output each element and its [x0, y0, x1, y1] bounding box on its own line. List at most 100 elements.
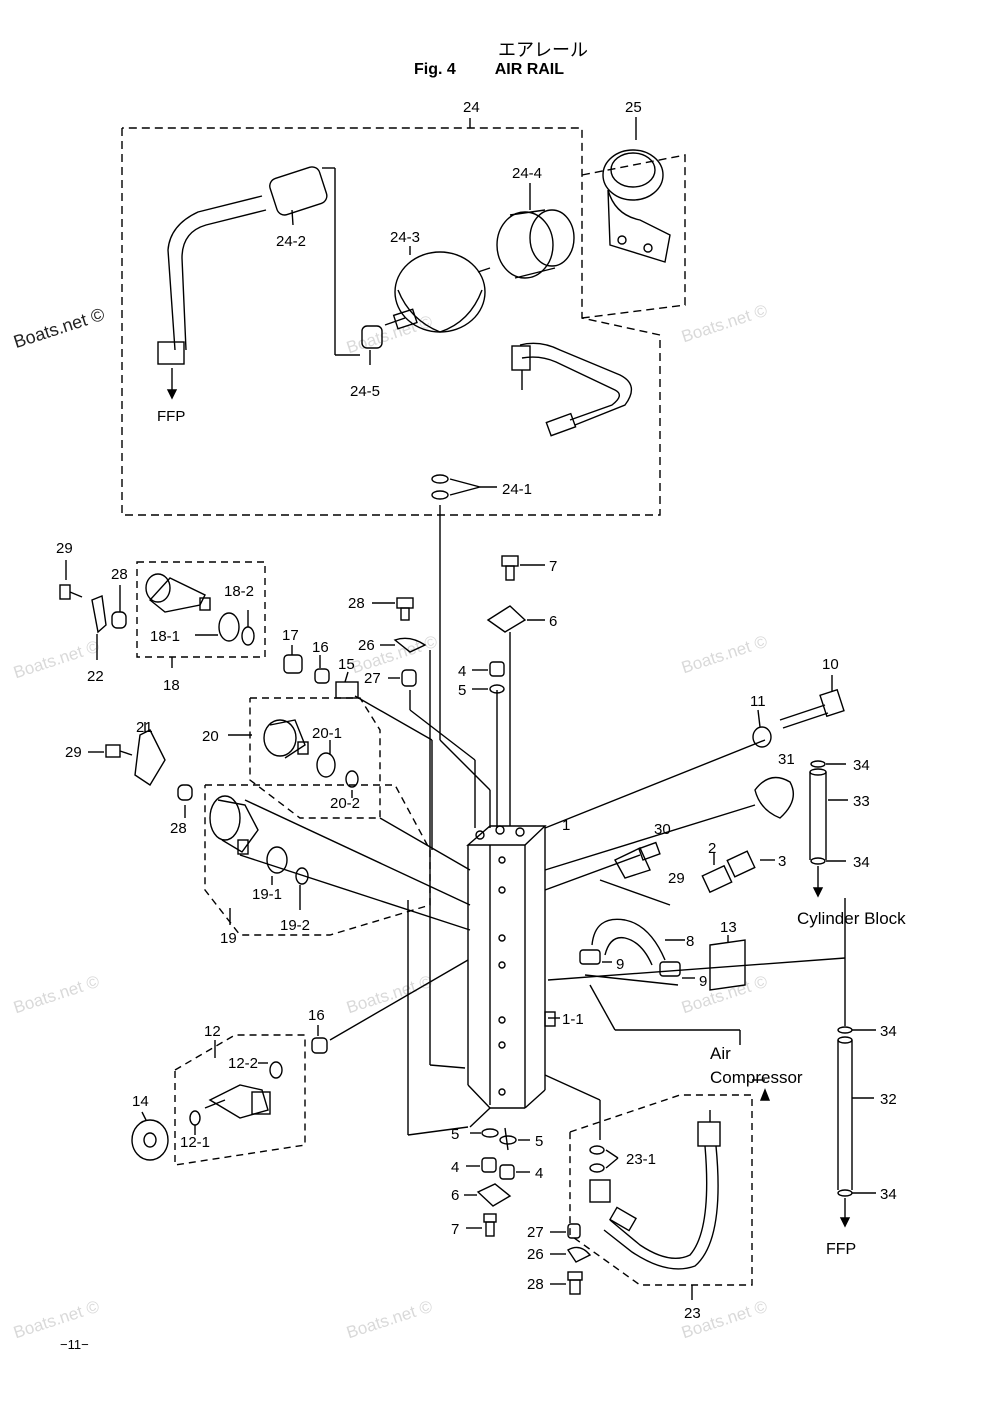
seal-23-1 — [589, 1163, 605, 1173]
o-ring-19-1 — [266, 846, 288, 874]
callout-34: 34 — [853, 854, 870, 871]
plate-6 — [486, 605, 527, 633]
callout-5: 5 — [535, 1133, 543, 1150]
air-rail-body-1 — [466, 825, 556, 1109]
callout-26: 26 — [358, 637, 375, 654]
callout-7: 7 — [549, 558, 557, 575]
clip-34 — [837, 1189, 853, 1197]
tube-32 — [837, 1036, 853, 1190]
valve-20 — [263, 719, 309, 759]
cap-16 — [311, 1037, 328, 1054]
fitting-2 — [701, 864, 733, 894]
washer-5 — [481, 1128, 499, 1138]
group-20-frame — [249, 697, 381, 819]
callout-29: 29 — [668, 870, 685, 887]
hose-23 — [589, 1121, 721, 1270]
callout-18-1: 18-1 — [150, 628, 180, 645]
callout-18-2: 18-2 — [224, 583, 254, 600]
title-japanese: エアレール — [498, 40, 588, 61]
callout-16: 16 — [312, 639, 329, 656]
bracket-21 — [134, 729, 166, 786]
callout-10: 10 — [822, 656, 839, 673]
washer-14 — [131, 1119, 169, 1161]
washer-11 — [752, 726, 772, 748]
callout-28: 28 — [527, 1276, 544, 1293]
bolt-28 — [567, 1271, 583, 1295]
o-ring-19-2 — [295, 867, 309, 885]
callout-22: 22 — [87, 668, 104, 685]
seal-24-1 — [431, 474, 449, 484]
group-18-frame — [136, 561, 266, 658]
valve-18 — [145, 573, 211, 613]
callout-20-1: 20-1 — [312, 725, 342, 742]
callout-19-2: 19-2 — [280, 917, 310, 934]
screw-29 — [59, 584, 83, 600]
callout-9: 9 — [699, 973, 707, 990]
callout-16: 16 — [308, 1007, 325, 1024]
callout-26: 26 — [527, 1246, 544, 1263]
label-ffp-bottom: FFP — [826, 1241, 856, 1258]
callout-6: 6 — [451, 1187, 459, 1204]
label-ffp-top: FFP — [157, 408, 185, 425]
plate-6 — [476, 1183, 512, 1207]
pipe-24-2 — [157, 166, 328, 400]
callout-29: 29 — [65, 744, 82, 761]
figure-number: Fig. 4 — [414, 61, 456, 78]
callout-21: 21 — [136, 719, 153, 736]
clamp-31 — [754, 776, 794, 819]
callout-5: 5 — [458, 682, 466, 699]
filter-24-3 — [384, 251, 491, 333]
label-air-compressor: Compressor — [710, 1068, 803, 1087]
clip-34 — [810, 760, 826, 768]
callout-24-2: 24-2 — [276, 233, 306, 250]
clamp-9 — [659, 961, 681, 977]
clip-34 — [810, 857, 826, 865]
callout-29: 29 — [56, 540, 73, 557]
bolt-7 — [501, 555, 519, 581]
callout-17: 17 — [282, 627, 299, 644]
callout-4: 4 — [451, 1159, 459, 1176]
callout-18: 18 — [163, 677, 180, 694]
cap-24-5 — [361, 325, 383, 349]
clamp-26 — [567, 1246, 592, 1263]
callout-20: 20 — [202, 728, 219, 745]
o-ring-20-1 — [316, 752, 336, 778]
ring-24-4 — [496, 209, 575, 279]
seal-24-1 — [431, 490, 449, 500]
washer-5 — [499, 1135, 517, 1145]
group-25-frame — [581, 154, 686, 319]
callout-28: 28 — [111, 566, 128, 583]
spacer-28 — [177, 784, 193, 801]
figure-name: AIR RAIL — [494, 61, 565, 78]
callout-9: 9 — [616, 956, 624, 973]
group-12-frame — [174, 1034, 306, 1166]
screw-29 — [105, 744, 133, 758]
callout-4: 4 — [458, 663, 466, 680]
callout-19: 19 — [220, 930, 237, 947]
cap-17 — [283, 654, 303, 674]
bracket-30 — [614, 841, 661, 879]
o-ring-12-1 — [189, 1110, 201, 1126]
callout-24-4: 24-4 — [512, 165, 542, 182]
fitting-12 — [204, 1084, 271, 1119]
o-ring-12-2 — [269, 1061, 283, 1079]
callout-15: 15 — [338, 656, 355, 673]
sleeve-27 — [401, 669, 417, 687]
callout-4: 4 — [535, 1165, 543, 1182]
clamp-9 — [579, 949, 601, 965]
bolt-10 — [779, 688, 845, 729]
page-number: −11− — [60, 1337, 89, 1352]
callout-34: 34 — [880, 1186, 897, 1203]
callout-2: 2 — [708, 840, 716, 857]
valve-19 — [209, 795, 259, 855]
callout-23: 23 — [684, 1305, 701, 1322]
callout-1: 1 — [562, 817, 570, 834]
cap-16 — [314, 668, 330, 684]
callout-8: 8 — [686, 933, 694, 950]
clip-34 — [837, 1026, 853, 1034]
callout-12-1: 12-1 — [180, 1134, 210, 1151]
plug-4 — [489, 661, 505, 677]
plug-4 — [499, 1164, 515, 1180]
